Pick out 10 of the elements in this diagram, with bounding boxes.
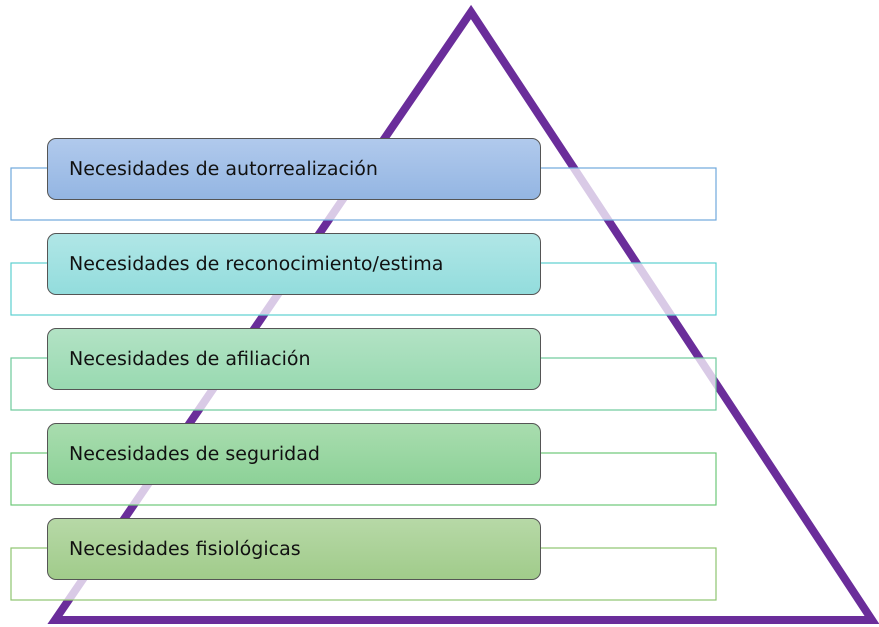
level-box <box>47 138 541 200</box>
level-label: Necesidades de reconocimiento/estima <box>69 253 444 275</box>
level-box <box>47 423 541 485</box>
level-label: Necesidades de seguridad <box>69 443 320 465</box>
level-label: Necesidades fisiológicas <box>69 538 301 560</box>
level-box <box>47 518 541 580</box>
level-box <box>47 233 541 295</box>
level-label: Necesidades de autorrealización <box>69 158 378 180</box>
level-box <box>47 328 541 390</box>
level-label: Necesidades de afiliación <box>69 348 311 370</box>
